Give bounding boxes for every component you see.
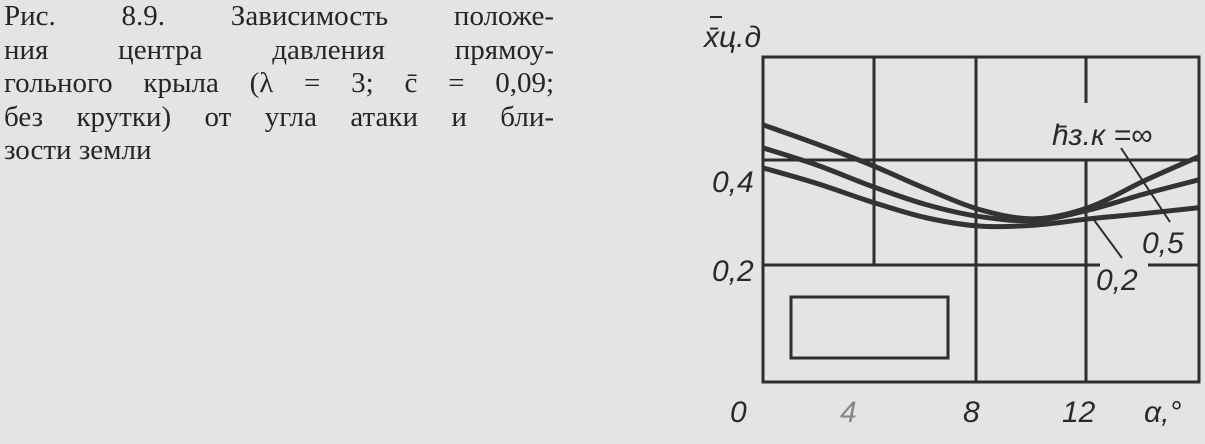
y-tick-label: 0,4	[712, 166, 754, 199]
y-axis-label: x̄ц.д	[702, 21, 761, 54]
figure-caption: Рис. 8.9. Зависимость положе- ния центра…	[4, 0, 554, 168]
x-axis-label: α,°	[1144, 396, 1181, 429]
caption-line: без крутки) от угла атаки и бли-	[4, 100, 554, 133]
series-line	[762, 145, 1199, 224]
caption-line: зости земли	[4, 134, 152, 166]
leader-lines	[1093, 147, 1171, 259]
leader-line	[1120, 147, 1171, 223]
plot-frame	[761, 55, 1201, 384]
x-tick-label: 12	[1062, 396, 1096, 429]
x-tick-label: 4	[840, 396, 857, 429]
wing-planform-rect	[789, 295, 950, 360]
series-label: 0,2	[1096, 264, 1138, 297]
x-tick-label: 0	[730, 396, 747, 429]
grid	[761, 55, 1201, 384]
caption-line: гольного крыла (λ = 3; c̄ = 0,09;	[4, 67, 554, 99]
caption-line: ния центра давления прямоу-	[4, 33, 554, 66]
series-line	[762, 122, 1200, 222]
leader-line	[1093, 219, 1123, 259]
series-group	[762, 122, 1200, 230]
series-line	[762, 165, 1199, 230]
series-label: h̄з.к =∞	[1052, 119, 1152, 152]
caption-line: Рис. 8.9. Зависимость положе-	[4, 0, 554, 32]
series-label: 0,5	[1142, 227, 1184, 260]
y-tick-label: 0,2	[712, 255, 754, 288]
x-tick-label: 8	[963, 396, 980, 429]
